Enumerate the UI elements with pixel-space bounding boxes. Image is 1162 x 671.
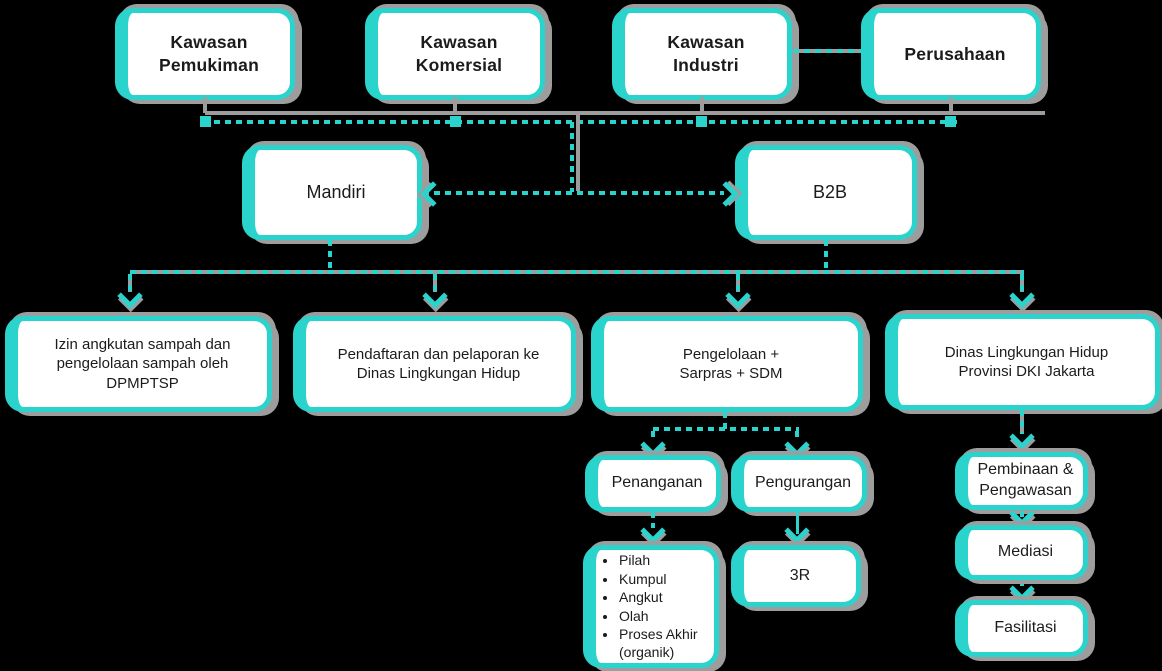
connector-topbus-drop-shadow bbox=[576, 113, 580, 191]
node-label: B2B bbox=[812, 181, 848, 202]
node-label: Pendaftaran dan pelaporan ke Dinas Lingk… bbox=[337, 345, 540, 383]
connector-industri-perusahaan bbox=[793, 49, 861, 53]
node-label: 3R bbox=[789, 566, 811, 584]
connector-stub-komersial bbox=[453, 97, 457, 113]
connector-penanganan-steps bbox=[651, 512, 655, 528]
node-label: Fasilitasi bbox=[994, 619, 1057, 637]
node-dinas-lingkungan-hidup: Dinas Lingkungan Hidup Provinsi DKI Jaka… bbox=[885, 314, 1160, 410]
connector-top-bus bbox=[203, 120, 958, 124]
connector-drop-dinas bbox=[1020, 274, 1024, 292]
connector-mandiri-b2b bbox=[434, 191, 724, 195]
node-label: Kawasan Komersial bbox=[415, 32, 503, 75]
node-penanganan: Penanganan bbox=[585, 455, 721, 512]
node-penanganan-steps: Pilah Kumpul Angkut Olah Proses Akhir (o… bbox=[583, 545, 719, 668]
connector-mediasi-fasilitasi bbox=[1020, 580, 1024, 588]
node-pembinaan-pengawasan: Pembinaan & Pengawasan bbox=[955, 452, 1088, 510]
list-item: Pilah bbox=[618, 551, 710, 569]
penanganan-steps-list: Pilah Kumpul Angkut Olah Proses Akhir (o… bbox=[596, 551, 714, 662]
node-label: Izin angkutan sampah dan pengelolaan sam… bbox=[54, 335, 231, 392]
list-item: Olah bbox=[618, 607, 710, 625]
connector-pengurangan-3r bbox=[796, 512, 799, 534]
connector-pembinaan-mediasi bbox=[1020, 511, 1024, 517]
node-label: Pengelolaan + Sarpras + SDM bbox=[679, 345, 783, 383]
node-label: Penanganan bbox=[611, 474, 703, 492]
node-label: Perusahaan bbox=[904, 43, 1006, 64]
node-label: Pembinaan & Pengawasan bbox=[977, 461, 1074, 499]
node-label: Dinas Lingkungan Hidup Provinsi DKI Jaka… bbox=[944, 343, 1109, 381]
connector-stub-industri bbox=[700, 97, 704, 113]
arrow-down-icon bbox=[784, 432, 810, 458]
node-izin-dpmptsp: Izin angkutan sampah dan pengelolaan sam… bbox=[5, 316, 272, 412]
node-kawasan-industri: Kawasan Industri bbox=[612, 8, 792, 100]
connector-top-bus-shadow bbox=[205, 111, 1045, 115]
arrow-down-icon bbox=[640, 518, 666, 544]
connector-drop-pengelolaan bbox=[736, 274, 740, 292]
node-pengelolaan-sarpras-sdm: Pengelolaan + Sarpras + SDM bbox=[591, 316, 863, 412]
connector-topbus-drop bbox=[570, 122, 574, 192]
junction-square bbox=[945, 116, 956, 127]
arrow-down-icon bbox=[725, 283, 751, 309]
connector-pengelolaan-split bbox=[653, 427, 799, 431]
node-pendaftaran-pelaporan: Pendaftaran dan pelaporan ke Dinas Lingk… bbox=[293, 316, 576, 412]
connector-drop-penanganan bbox=[651, 431, 655, 441]
node-pengurangan: Pengurangan bbox=[731, 455, 867, 512]
connector-drop-pendaftaran bbox=[433, 274, 437, 292]
node-label: Pengurangan bbox=[754, 474, 852, 492]
node-b2b: B2B bbox=[735, 145, 917, 240]
connector-stub-perusahaan bbox=[949, 97, 953, 113]
connector-drop-izin bbox=[128, 274, 132, 292]
list-item: Angkut bbox=[618, 588, 710, 606]
connector-mandiri-drop bbox=[328, 240, 332, 272]
node-kawasan-komersial: Kawasan Komersial bbox=[365, 8, 545, 100]
node-label: Kawasan Pemukiman bbox=[158, 32, 260, 75]
arrow-down-icon bbox=[784, 518, 810, 544]
list-item: Proses Akhir (organik) bbox=[618, 625, 710, 662]
arrow-down-icon bbox=[117, 283, 143, 309]
arrow-down-icon bbox=[640, 432, 666, 458]
node-kawasan-pemukiman: Kawasan Pemukiman bbox=[115, 8, 295, 100]
node-perusahaan: Perusahaan bbox=[861, 8, 1041, 100]
node-label: Mandiri bbox=[306, 181, 366, 202]
junction-square bbox=[696, 116, 707, 127]
arrow-down-icon bbox=[1009, 283, 1035, 309]
connector-pengelolaan-split-drop bbox=[723, 412, 727, 429]
arrow-down-icon bbox=[1009, 576, 1035, 602]
junction-square bbox=[450, 116, 461, 127]
arrow-down-icon bbox=[422, 283, 448, 309]
node-label: Mediasi bbox=[997, 543, 1054, 561]
node-label: Kawasan Industri bbox=[667, 32, 745, 75]
connector-row3-bus bbox=[130, 270, 1024, 274]
connector-b2b-drop bbox=[824, 240, 828, 272]
junction-square bbox=[200, 116, 211, 127]
node-3r: 3R bbox=[731, 545, 861, 607]
connector-drop-pengurangan bbox=[795, 431, 799, 441]
connector-stub-pemukiman bbox=[203, 97, 207, 113]
connector-dinas-pembinaan bbox=[1020, 410, 1024, 434]
node-fasilitasi: Fasilitasi bbox=[955, 600, 1088, 657]
node-mandiri: Mandiri bbox=[242, 145, 422, 240]
arrow-down-icon bbox=[1009, 424, 1035, 450]
arrow-left-icon bbox=[420, 181, 446, 207]
node-mediasi: Mediasi bbox=[955, 525, 1088, 580]
list-item: Kumpul bbox=[618, 570, 710, 588]
